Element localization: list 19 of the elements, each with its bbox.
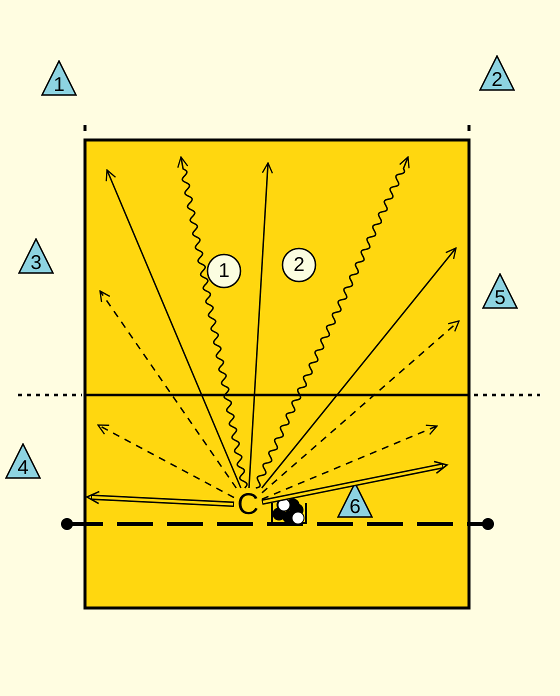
dashed-arrow	[262, 320, 460, 494]
player-triangle: 2	[479, 55, 515, 91]
dashed-arrow	[99, 290, 237, 488]
dashed-arrow	[262, 424, 438, 500]
arrow	[261, 247, 457, 488]
player-triangle: 3	[18, 238, 54, 274]
player-triangle: 4	[5, 443, 41, 479]
dashed-arrow	[97, 424, 234, 498]
double-line-arrow	[85, 490, 234, 508]
wavy-arrow	[177, 156, 248, 488]
wavy-arrow	[255, 156, 410, 489]
arrow	[106, 169, 242, 488]
player-circle: 2	[281, 247, 317, 283]
player-circle: 1	[206, 253, 242, 289]
coach-label: C	[234, 488, 262, 522]
double-line-arrow	[261, 460, 449, 505]
player-triangle: 5	[482, 273, 518, 309]
player-triangle: 1	[41, 60, 77, 96]
arrow	[248, 162, 274, 488]
